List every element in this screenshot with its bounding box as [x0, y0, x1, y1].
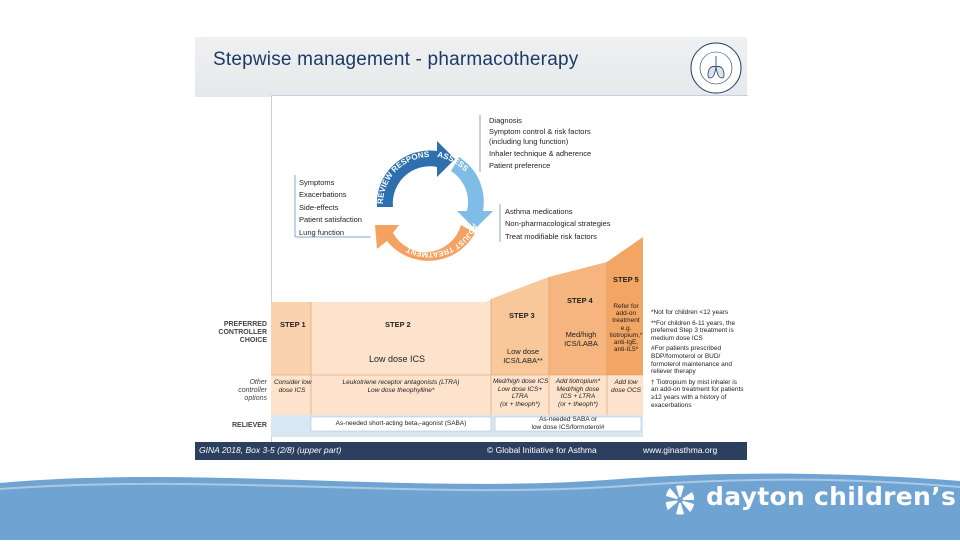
step5-other-line: Add low — [614, 379, 638, 386]
reliever-ics-line: low dose ICS/formoterol# — [531, 423, 605, 431]
review-label: REVIEW RESPONSE — [360, 130, 430, 204]
dayton-childrens-logo: dayton children’s — [662, 478, 956, 522]
step5-preferred-line: add-on — [615, 310, 637, 318]
review-item: Patient satisfaction — [299, 215, 362, 224]
step2-other-line: Low dose theophylline* — [367, 386, 435, 394]
step4-preferred: Med/high ICS/LABA — [564, 330, 598, 348]
step4-other-line: ICS + LTRA — [560, 393, 596, 400]
step5-preferred-line: tiotropium,* — [609, 331, 643, 339]
step3-other-line: (or + theoph*) — [500, 400, 540, 408]
step5-preferred-line: Refer for — [613, 303, 639, 310]
reliever-ics-line: As-needed SABA or — [539, 416, 597, 423]
step5-other-line: dose OCS — [611, 386, 641, 394]
gina-seal-icon — [689, 41, 743, 95]
row-label-reliever: RELIEVER — [231, 422, 267, 429]
step5-preferred-line: anti-IL5* — [613, 346, 639, 354]
svg-text:REVIEW RESPONSE: REVIEW RESPONSE — [363, 137, 430, 204]
row-label-other: controller — [238, 387, 267, 394]
cycle-diagram: REVIEW RESPONSE ASSESS ADJUST TREATMENT — [360, 130, 497, 271]
footnote: #For patients prescribed BDP/formoterol … — [651, 345, 732, 376]
slide: Stepwise management - pharmacotherapy Di… — [195, 37, 748, 460]
step1-heading: STEP 1 — [280, 320, 306, 329]
row-label-other: options — [244, 395, 267, 402]
step4-heading: STEP 4 — [567, 296, 593, 305]
assess-item: Inhaler technique & adherence — [489, 149, 592, 158]
review-item: Exacerbations — [299, 190, 347, 199]
pinwheel-icon — [662, 482, 698, 518]
review-item: Side-effects — [299, 203, 339, 212]
assess-item: (including lung function) — [489, 137, 569, 146]
review-item: Symptoms — [299, 178, 335, 187]
footnote: **For children 6-11 years, the preferred… — [651, 319, 736, 342]
step5-heading: STEP 5 — [613, 275, 639, 284]
row-label-preferred: CHOICE — [239, 337, 267, 344]
step5-preferred-line: e.g. — [620, 324, 632, 332]
adjust-item: Treat modifiable risk factors — [505, 232, 597, 241]
row-label-other: Other — [249, 379, 267, 386]
step4-other-line: Med/high dose — [556, 385, 600, 393]
assess-item: Patient preference — [489, 161, 551, 170]
step2-heading: STEP 2 — [385, 320, 411, 329]
step3-other-line: LTRA — [511, 393, 529, 400]
row-label-preferred: PREFERRED — [223, 321, 267, 328]
footnote: *Not for children <12 years — [651, 309, 729, 316]
row-label-preferred: CONTROLLER — [218, 329, 267, 336]
slide-footer: GINA 2018, Box 3-5 (2/8) (upper part) © … — [195, 442, 747, 460]
step3-other-line: Med/high dose ICS — [493, 378, 549, 385]
step5-preferred-line: anti-IgE, — [613, 339, 639, 347]
brand-name: dayton children’s — [706, 482, 957, 511]
svg-text:ADJUST TREATMENT: ADJUST TREATMENT — [405, 222, 480, 259]
step3-preferred: Low dose ICS/LABA** — [503, 347, 543, 365]
footer-source: GINA 2018, Box 3-5 (2/8) (upper part) — [199, 445, 342, 455]
reliever-saba: As-needed short-acting beta₂-agonist (SA… — [335, 420, 467, 427]
step2-other-line: Leukotriene receptor antagonists (LTRA) — [342, 379, 460, 386]
step3-other-line: Low dose ICS+ — [497, 385, 543, 393]
brand-wave — [0, 465, 960, 540]
step1-other-line: dose ICS — [278, 386, 306, 394]
assess-item: Symptom control & risk factors — [489, 127, 591, 136]
footer-url: www.ginasthma.org — [643, 445, 718, 455]
footer-copyright: © Global Initiative for Asthma — [487, 445, 597, 455]
step3-heading: STEP 3 — [509, 311, 535, 320]
footnote: † Tiotropium by mist inhaler is an add-o… — [651, 378, 744, 409]
adjust-item: Non-pharmacological strategies — [505, 219, 611, 228]
step4-other-line: Add tiotropium* — [555, 378, 601, 385]
slide-title: Stepwise management - pharmacotherapy — [213, 49, 579, 70]
assess-item: Diagnosis — [489, 116, 522, 125]
step1-other-line: Consider low — [274, 379, 312, 386]
adjust-label: ADJUST TREATMENT — [405, 222, 480, 259]
step2-preferred: Low dose ICS — [369, 354, 426, 364]
adjust-item: Asthma medications — [505, 207, 573, 216]
review-item: Lung function — [299, 228, 345, 237]
step4-other-line: (or + theoph*) — [558, 400, 598, 408]
step5-preferred-line: treatment — [612, 317, 640, 325]
